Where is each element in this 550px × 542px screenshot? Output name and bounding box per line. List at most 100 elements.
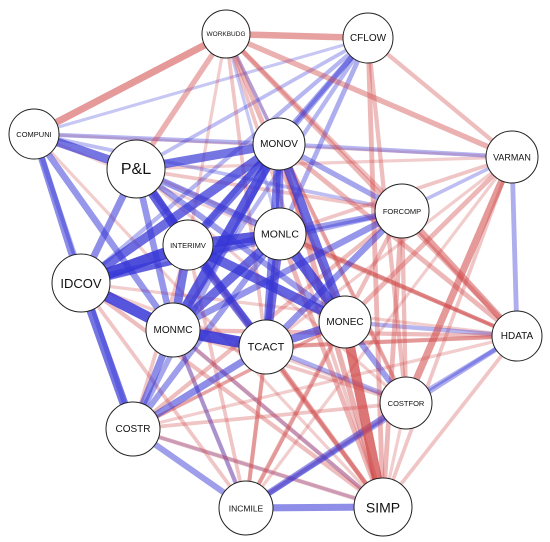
edge-monov-monec — [274, 142, 350, 324]
node-circle — [379, 376, 433, 430]
node-circle — [318, 295, 372, 349]
edge-incmile-monmc — [171, 329, 248, 509]
node-circle — [162, 219, 214, 271]
node-circle — [253, 207, 307, 261]
node-varman: VARMAN — [485, 130, 539, 184]
node-hdata: HDATA — [491, 310, 543, 362]
node-circle — [106, 139, 166, 199]
edge-idcov-simp — [79, 281, 385, 509]
edge-cflow-varman — [366, 36, 514, 159]
node-label: SIMP — [366, 500, 400, 516]
node-label: MONLC — [261, 229, 299, 241]
node-circle — [8, 108, 60, 160]
edge-pandl-forcomp — [135, 167, 403, 213]
node-label: TCACT — [248, 342, 285, 354]
node-label: MONOV — [260, 139, 298, 150]
edge-cflow-simp — [365, 37, 386, 508]
edge-varman-incmile — [244, 156, 514, 509]
edge-simp-monmc — [171, 328, 385, 509]
node-circle — [485, 130, 539, 184]
node-label: COMPUNI — [16, 130, 51, 139]
edge-workbudg-interimv — [186, 33, 228, 246]
node-monec: MONEC — [318, 295, 372, 349]
edge-hdata-monec — [344, 319, 518, 339]
node-circle — [218, 480, 274, 536]
edge-forcomp-tcact — [263, 208, 405, 350]
edge-forcomp-incmile — [244, 210, 404, 509]
edge-simp-costr — [132, 427, 384, 509]
node-label: COSTR — [116, 424, 151, 435]
edge-incmile-costfor — [244, 400, 408, 511]
edge-forcomp-monmc — [171, 208, 404, 333]
node-monlc: MONLC — [253, 207, 307, 261]
edge-monov-idcov — [78, 140, 282, 287]
node-forcomp: FORCOMP — [374, 183, 430, 239]
node-label: VARMAN — [493, 153, 531, 163]
node-idcov: IDCOV — [51, 253, 111, 313]
edge-varman-monov — [278, 141, 513, 160]
node-monmc: MONMC — [145, 302, 201, 358]
node-tcact: TCACT — [238, 319, 294, 375]
edge-idcov-incmile — [79, 281, 248, 510]
edge-tcact-hdata — [265, 334, 518, 349]
edge-monec-incmile — [244, 321, 347, 509]
node-circle — [353, 477, 413, 537]
edge-hdata-simp — [381, 334, 519, 509]
edge-costfor-varman — [402, 155, 516, 405]
node-label: MONEC — [326, 317, 363, 328]
node-incmile: INCMILE — [218, 480, 274, 536]
node-label: MONMC — [154, 325, 193, 336]
edge-monmc-simp — [171, 328, 385, 509]
node-circle — [51, 253, 111, 313]
edge-cflow-pandl — [135, 36, 369, 171]
edge-varman-tcact — [265, 155, 513, 349]
edge-monec-simp — [340, 321, 388, 508]
node-label: FORCOMP — [383, 207, 421, 216]
edge-forcomp-costfor — [399, 210, 409, 404]
edge-forcomp-simp — [380, 210, 405, 508]
edge-monmc-incmile — [171, 329, 248, 509]
edge-varman-hdata — [509, 156, 520, 337]
node-costfor: COSTFOR — [379, 376, 433, 430]
node-label: INTERIMV — [170, 241, 206, 250]
edge-monov-monmc — [168, 141, 284, 333]
node-monov: MONOV — [252, 117, 306, 171]
edge-cflow-monlc — [277, 37, 371, 235]
edge-workbudg-monlc — [224, 33, 282, 235]
node-compuni: COMPUNI — [8, 108, 60, 160]
edge-monov-hdata — [277, 142, 519, 338]
node-interimv: INTERIMV — [162, 219, 214, 271]
node-costr: COSTR — [105, 401, 161, 457]
edge-costr-hdata — [132, 334, 518, 431]
node-label: INCMILE — [229, 504, 264, 514]
edge-tcact-simp — [264, 345, 385, 509]
edge-workbudg-forcomp — [224, 32, 404, 213]
node-circle — [201, 9, 251, 59]
node-circle — [342, 12, 394, 64]
node-circle — [238, 319, 294, 375]
edge-varman-pandl — [135, 155, 513, 171]
node-pandl: P&L — [106, 139, 166, 199]
node-cflow: CFLOW — [342, 12, 394, 64]
edge-hdata-tcact — [265, 333, 518, 350]
edge-workbudg-costfor — [224, 33, 408, 404]
node-label: CFLOW — [350, 33, 387, 44]
node-circle — [374, 183, 430, 239]
edge-monlc-simp — [277, 233, 386, 508]
node-circle — [252, 117, 306, 171]
edge-workbudg-varman — [224, 31, 514, 160]
node-layer: WORKBUDG CFLOW COMPUNI P&L MONOV VARMAN FORCOM… — [8, 9, 543, 537]
node-label: HDATA — [501, 331, 534, 342]
node-label: WORKBUDG — [207, 31, 246, 38]
edge-workbudg-compuni — [32, 30, 228, 138]
edge-workbudg-tcact — [224, 33, 268, 348]
edge-compuni-forcomp — [33, 132, 403, 213]
edge-costr-simp — [132, 426, 384, 510]
node-circle — [145, 302, 201, 358]
edge-compuni-cflow — [33, 36, 369, 136]
node-workbudg: WORKBUDG — [201, 9, 251, 59]
node-label: P&L — [121, 161, 151, 178]
node-circle — [105, 401, 161, 457]
node-simp: SIMP — [353, 477, 413, 537]
node-label: COSTFOR — [388, 399, 425, 408]
